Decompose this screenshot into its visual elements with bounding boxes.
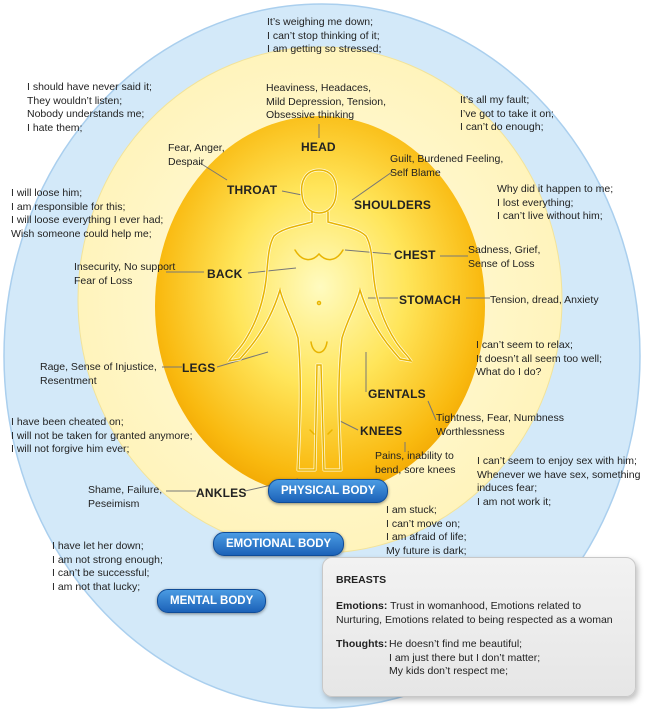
part-knees: KNEES [360,424,403,438]
part-legs: LEGS [182,361,216,375]
thoughts-legs: I have been cheated on; I will not be ta… [11,416,193,455]
part-head: HEAD [301,140,336,154]
emotions-gentals: Tightness, Fear, Numbness Worthlessness [436,412,564,438]
part-throat: THROAT [227,183,278,197]
thoughts-knees: I am stuck; I can’t move on; I am afraid… [386,504,467,557]
mental-body-badge[interactable]: MENTAL BODY [157,589,267,613]
thoughts-ankles: I have let her down; I am not strong eno… [52,540,163,593]
emotions-throat: Fear, Anger, Despair [168,142,225,168]
info-thoughts-label: Thoughts: [336,638,388,650]
emotions-knees: Pains, inability to bend, sore knees [375,450,456,476]
thoughts-back: I will loose him; I am responsible for t… [11,187,164,240]
part-chest: CHEST [394,248,436,262]
connector-lines [162,124,490,492]
thoughts-gentals: I can’t seem to enjoy sex with him; When… [477,455,641,508]
thoughts-throat: I should have never said it; They wouldn… [27,81,152,134]
physical-body-core [155,116,485,496]
emotions-back: Insecurity, No support Fear of Loss [74,261,176,287]
breasts-info-panel: BREASTS Emotions: Trust in womanhood, Em… [322,557,636,697]
info-title: BREASTS [336,574,387,586]
emotional-body-badge[interactable]: EMOTIONAL BODY [213,532,345,556]
thoughts-chest: Why did it happen to me; I lost everythi… [497,183,614,222]
thoughts-stomach: I can’t seem to relax; It doesn’t all se… [476,339,603,378]
info-thoughts-text: He doesn’t find me beautiful; I am just … [389,638,541,677]
part-ankles: ANKLES [196,486,247,500]
info-emotions-row: Emotions: Trust in womanhood, Emotions r… [336,600,626,627]
part-stomach: STOMACH [399,293,461,307]
emotions-chest: Sadness, Grief, Sense of Loss [468,244,541,270]
thoughts-shoulders: It’s all my fault; I’ve got to take it o… [460,94,554,133]
info-thoughts-row: Thoughts: He doesn’t find me beautiful; … [336,638,626,677]
part-back: BACK [207,267,243,281]
emotions-stomach: Tension, dread, Anxiety [490,294,599,306]
emotions-ankles: Shame, Failure, Peseimism [88,484,163,510]
thoughts-head: It’s weighing me down; I can’t stop thin… [267,16,382,55]
emotions-shoulders: Guilt, Burdened Feeling, Self Blame [390,153,504,179]
info-emotions-label: Emotions: [336,600,388,612]
part-gentals: GENTALS [368,387,426,401]
physical-body-badge[interactable]: PHYSICAL BODY [268,479,389,503]
part-shoulders: SHOULDERS [354,198,432,212]
emotions-head: Heaviness, Headaces, Mild Depression, Te… [266,82,387,121]
human-figure-detail [227,169,413,471]
info-emotions-text: Trust in womanhood, Emotions related to … [336,600,613,626]
emotions-legs: Rage, Sense of Injustice, Resentment [40,361,157,387]
